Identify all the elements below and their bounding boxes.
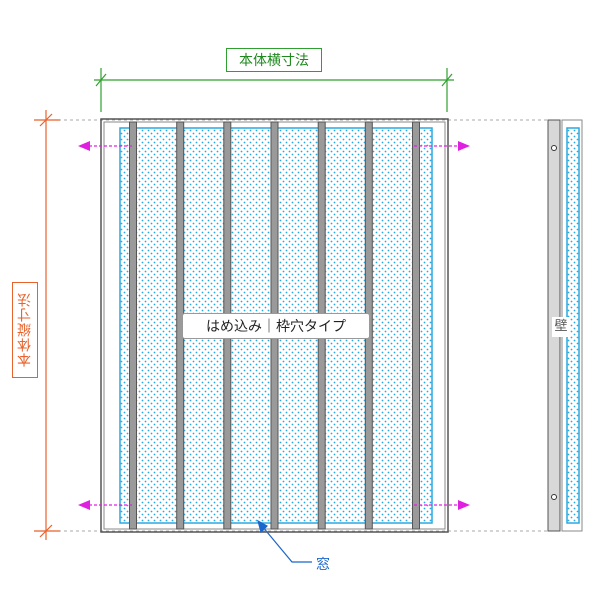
- width-dimension-label: 本体横寸法: [226, 48, 322, 72]
- fixing-arrow: [414, 141, 470, 151]
- fixing-arrows: [78, 141, 470, 510]
- fixing-arrow: [78, 141, 134, 151]
- wall-label: 壁: [552, 317, 570, 337]
- height-dimension-label: 本体縦寸法: [12, 282, 38, 378]
- grille-bar: [129, 121, 137, 530]
- fixing-arrow: [414, 500, 470, 510]
- installation-type-label: はめ込み｜枠穴タイプ: [182, 313, 370, 339]
- window-leader-line: [257, 519, 312, 563]
- height-dimension-line: [34, 110, 60, 540]
- fixing-arrow: [78, 500, 134, 510]
- window-label: 窓: [316, 557, 330, 573]
- width-dimension-line: [94, 68, 454, 112]
- grille-bar: [412, 121, 420, 530]
- extension-lines: [40, 119, 548, 532]
